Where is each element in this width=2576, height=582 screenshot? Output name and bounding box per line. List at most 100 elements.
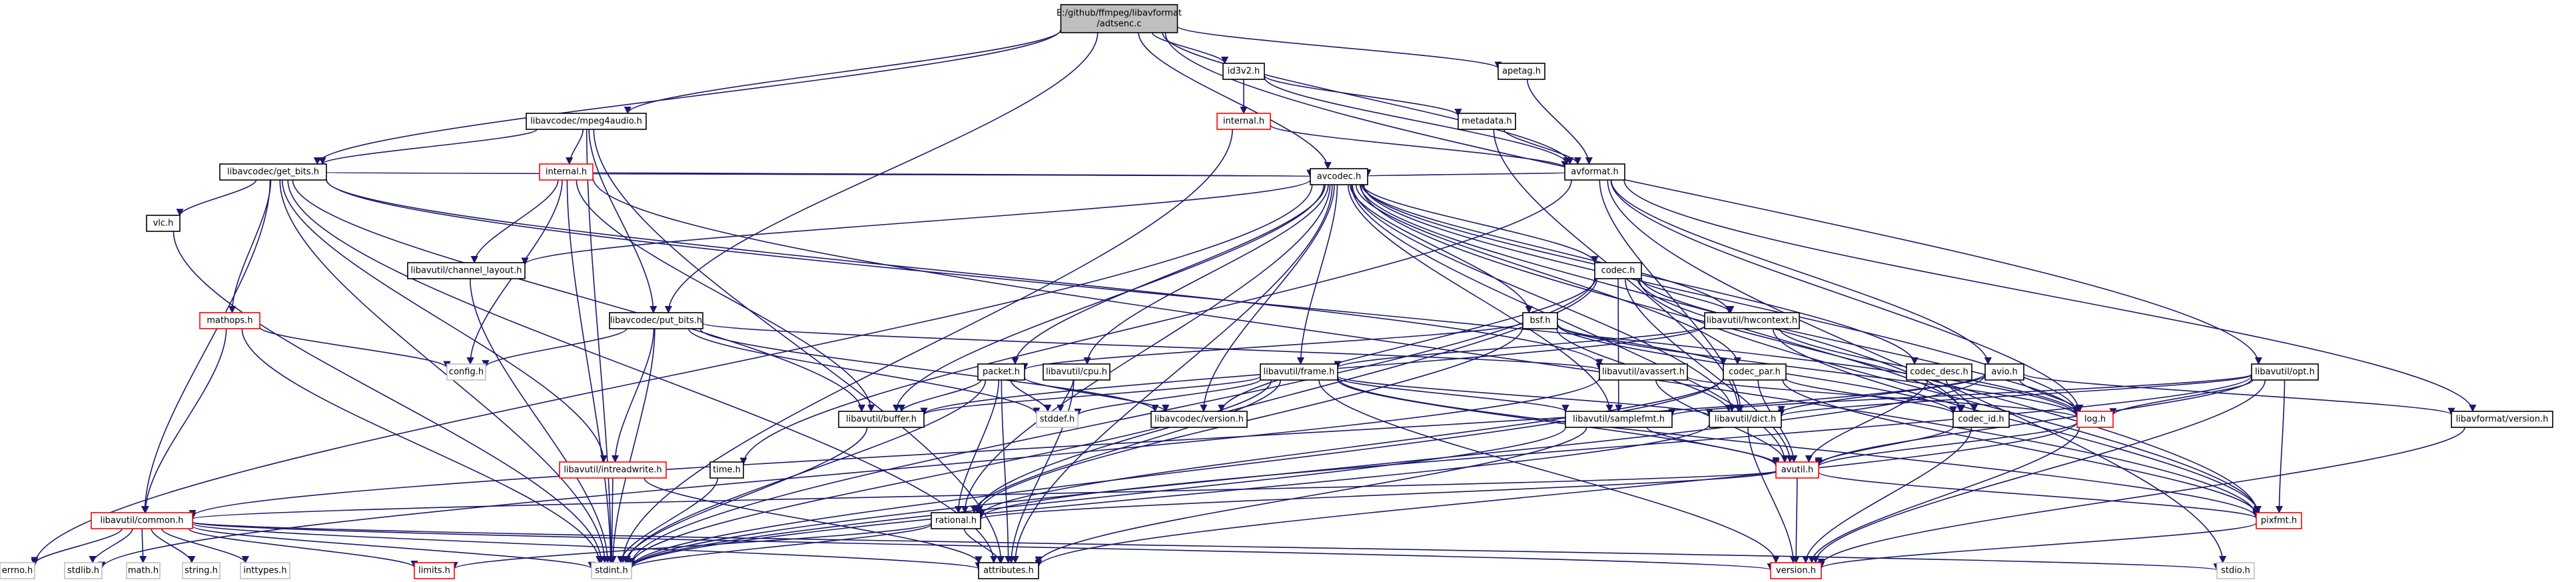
edge-vlc-to-stdint: [173, 231, 606, 564]
node-common: libavutil/common.h: [91, 512, 193, 529]
node-box-codec_desc: [1906, 363, 1972, 381]
edge-internal_codec-to-avcodec: [592, 169, 1311, 177]
edge-get_bits-to-avassert: [326, 179, 1603, 367]
node-mpeg4audio[interactable]: libavcodec/mpeg4audio.h: [526, 113, 647, 130]
node-channel_layout[interactable]: libavutil/channel_layout.h: [407, 262, 526, 279]
node-root[interactable]: E:/github/ffmpeg/libavformat/adtsenc.c: [1057, 4, 1182, 33]
edge-avformat-to-avcodec: [1365, 169, 1565, 177]
node-label-put_bits: libavcodec/put_bits.h: [610, 316, 702, 326]
node-vlc[interactable]: vlc.h: [146, 215, 181, 232]
node-limits: limits.h: [414, 562, 455, 579]
edge-avcodec-to-hwcontext: [1361, 184, 1733, 314]
node-label-errno: errno.h: [2, 566, 33, 576]
node-label-stddef: stddef.h: [1040, 415, 1074, 425]
node-hwcontext[interactable]: libavutil/hwcontext.h: [1704, 312, 1800, 329]
node-codec_id[interactable]: codec_id.h: [1952, 411, 2010, 428]
edge-avcodec-to-pixfmt: [1360, 184, 2261, 514]
node-dict[interactable]: libavutil/dict.h: [1709, 411, 1782, 428]
edge-codec_par-to-rational: [977, 377, 1724, 517]
edge-codec_desc-to-codec_id: [1945, 379, 1978, 413]
node-codec[interactable]: codec.h: [1594, 262, 1642, 279]
edge-bsf-to-packet: [1021, 321, 1523, 371]
node-avformat[interactable]: avformat.h: [1564, 163, 1625, 181]
node-time[interactable]: time.h: [709, 461, 744, 479]
node-label-codec_par: codec_par.h: [1729, 367, 1781, 377]
node-box-frame: [1260, 363, 1338, 381]
node-label-pixfmt: pixfmt.h: [2261, 516, 2297, 526]
node-apetag[interactable]: apetag.h: [1498, 63, 1545, 80]
edge-samplefmt-to-stdint: [628, 427, 1566, 569]
edge-mpeg4audio-to-put_bits: [588, 129, 657, 314]
edge-packet-to-rational: [955, 379, 1000, 514]
node-box-channel_layout: [407, 262, 526, 279]
edge-common-to-stdio: [192, 521, 2220, 571]
node-packet[interactable]: packet.h: [977, 363, 1025, 381]
edge-common-to-stdint: [192, 525, 596, 569]
edge-channel_layout-to-stdint: [470, 278, 612, 564]
node-metadata[interactable]: metadata.h: [1458, 113, 1516, 130]
node-box-internal_codec: [539, 163, 594, 181]
edge-log-to-attributes: [1035, 421, 2078, 567]
edge-root-to-apetag: [1176, 25, 1502, 69]
edge-avassert-to-stdlib: [98, 377, 1600, 569]
edge-buffer-to-stdint: [622, 427, 868, 564]
edge-packet-to-lavc_version: [1024, 377, 1170, 413]
node-label-attributes: attributes.h: [983, 566, 1034, 576]
node-label-lavf_version: libavformat/version.h: [2456, 415, 2549, 425]
node-lavf_version[interactable]: libavformat/version.h: [2451, 411, 2553, 428]
edge-frame-to-samplefmt: [1337, 377, 1569, 413]
node-samplefmt[interactable]: libavutil/samplefmt.h: [1565, 411, 1673, 428]
node-cpu[interactable]: libavutil/cpu.h: [1043, 363, 1110, 381]
node-codec_desc[interactable]: codec_desc.h: [1906, 363, 1972, 381]
node-frame[interactable]: libavutil/frame.h: [1260, 363, 1338, 381]
node-lavc_version[interactable]: libavcodec/version.h: [1150, 411, 1248, 428]
node-box-stdio: [2216, 562, 2255, 579]
edge-internal_codec-to-stdint: [566, 179, 615, 564]
edge-mathops-to-stdint: [241, 328, 604, 564]
node-box-time: [709, 461, 744, 479]
edge-intreadwrite-to-attributes: [644, 477, 983, 564]
edge-cpu-to-attributes: [1007, 379, 1074, 564]
edge-frame-to-dict: [1337, 375, 1713, 417]
node-opt[interactable]: libavutil/opt.h: [2251, 363, 2319, 381]
node-buffer[interactable]: libavutil/buffer.h: [838, 411, 925, 428]
node-label-avcodec: avcodec.h: [1317, 172, 1362, 182]
node-box-stdlib: [64, 562, 103, 579]
node-bsf[interactable]: bsf.h: [1522, 312, 1558, 329]
node-put_bits[interactable]: libavcodec/put_bits.h: [609, 312, 703, 329]
node-id3v2[interactable]: id3v2.h: [1222, 63, 1265, 80]
node-box-attributes: [978, 562, 1039, 579]
node-stddef: stddef.h: [1036, 411, 1078, 428]
edge-mpeg4audio-to-get_bits: [318, 129, 538, 165]
node-box-codec_id: [1952, 411, 2010, 428]
node-stdlib: stdlib.h: [64, 562, 103, 579]
edge-common-to-inttypes: [161, 528, 249, 564]
node-label-avformat: avformat.h: [1571, 167, 1618, 177]
edge-rational-to-attributes: [963, 528, 1004, 564]
node-avcodec[interactable]: avcodec.h: [1310, 168, 1368, 185]
node-avio[interactable]: avio.h: [1984, 363, 2024, 381]
node-label-stdint: stdint.h: [595, 566, 628, 576]
node-pixfmt: pixfmt.h: [2256, 512, 2302, 529]
edge-mpeg4audio-to-internal_codec: [566, 129, 584, 165]
edge-hwcontext-to-pixfmt: [1772, 328, 2262, 514]
node-label-id3v2: id3v2.h: [1228, 67, 1260, 77]
edge-packet-to-buffer: [897, 379, 982, 413]
node-attributes[interactable]: attributes.h: [978, 562, 1039, 579]
node-label-buffer: libavutil/buffer.h: [846, 415, 917, 425]
node-avassert[interactable]: libavutil/avassert.h: [1599, 363, 1688, 381]
node-box-id3v2: [1222, 63, 1265, 80]
node-log: log.h: [2076, 411, 2114, 428]
edge-pixfmt-to-version: [1817, 522, 2257, 569]
node-get_bits[interactable]: libavcodec/get_bits.h: [219, 163, 327, 181]
edge-opt-to-dict: [1777, 374, 2252, 417]
edge-avio-to-dict: [1777, 375, 1986, 414]
edge-bsf-to-codec_par: [1557, 324, 1727, 365]
edge-common-to-string: [151, 528, 196, 564]
edge-root-to-avcodec: [1138, 32, 1332, 170]
node-label-common: libavutil/common.h: [100, 516, 183, 526]
node-rational[interactable]: rational.h: [931, 512, 981, 529]
node-codec_par[interactable]: codec_par.h: [1723, 363, 1787, 381]
node-label-version: version.h: [1776, 566, 1816, 576]
